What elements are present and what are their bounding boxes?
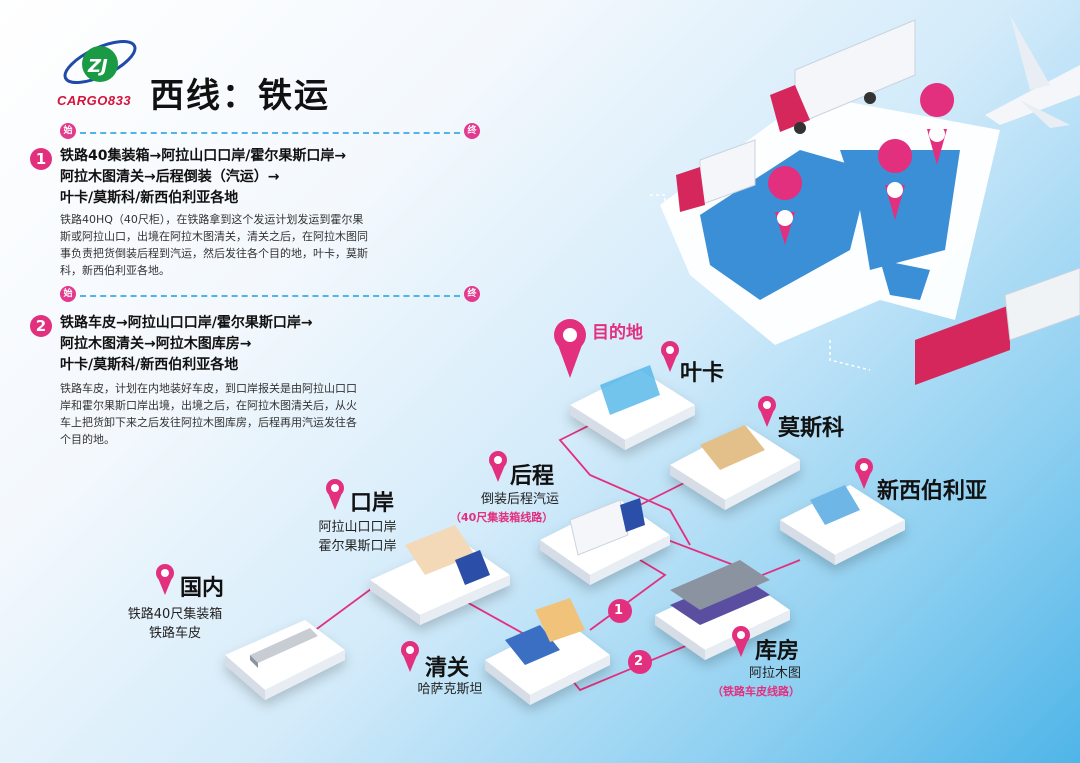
node-destination-name: 目的地 — [592, 323, 643, 343]
logo-text: CARGO833 — [57, 93, 132, 108]
node-novosibirsk-name: 新西伯利亚 — [877, 479, 988, 504]
warehouse-icon — [670, 560, 770, 625]
flow-line-1: 始 终 — [60, 123, 480, 141]
map-pin — [768, 83, 955, 245]
svg-text:ZJ: ZJ — [87, 56, 108, 77]
node-domestic-name: 国内 — [180, 576, 225, 601]
flow-start-mark: 始 — [60, 123, 76, 139]
line-badge-2 — [628, 650, 652, 674]
route-desc-1: 铁路40HQ（40尺柜），在铁路拿到这个发运计划发运到霍尔果 斯或阿拉山口，出境… — [60, 213, 368, 277]
truck-large — [770, 19, 916, 134]
node-warehouse-sub: 阿拉木图 — [748, 666, 801, 681]
route-title-2: 铁路车皮→阿拉山口口岸/霍尔果斯口岸→ 阿拉木图清关→阿拉木图库房→ 叶卡/莫斯… — [60, 315, 313, 373]
pin-novosibirsk — [855, 458, 873, 489]
node-port-name: 口岸 — [350, 491, 395, 516]
pin-port — [326, 479, 344, 510]
pin-moscow — [758, 396, 776, 427]
node-customs-sub: 哈萨克斯坦 — [417, 682, 483, 697]
truck-small — [676, 139, 756, 212]
tile-novosibirsk — [780, 485, 905, 555]
shelf-icon — [600, 365, 660, 415]
boxes-icon — [700, 425, 765, 470]
flow-start-mark: 始 — [60, 286, 76, 302]
line-badge-2-label: 2 — [634, 654, 644, 669]
line-badge-1 — [608, 599, 632, 623]
node-yeka-name: 叶卡 — [680, 361, 725, 386]
route-number-2: 2 — [30, 315, 52, 337]
tile-customs — [485, 620, 610, 695]
company-logo: ZJ — [63, 40, 137, 84]
airplane — [985, 15, 1080, 128]
page-title: 西线：铁运 — [150, 76, 330, 116]
node-later-note: （40尺集装箱线路） — [450, 511, 554, 524]
flow-end-mark: 终 — [464, 286, 480, 302]
node-later-sub: 倒装后程汽运 — [480, 492, 559, 507]
node-domestic-sub: 铁路40尺集装箱铁路车皮 — [127, 607, 223, 641]
tile-domestic — [225, 620, 345, 690]
node-warehouse-note: （铁路车皮线路） — [712, 685, 800, 698]
pin-destination — [554, 319, 586, 378]
pin-yeka — [661, 341, 679, 372]
node-pins — [156, 319, 873, 672]
truck-icon — [569, 498, 645, 556]
train-wagons — [915, 267, 1080, 385]
pin-customs — [401, 641, 419, 672]
route-title-1: 铁路40集装箱→阿拉山口口岸/霍尔果斯口岸→ 阿拉木图清关→后程倒装（汽运）→ … — [60, 148, 347, 206]
route-number-1: 1 — [30, 148, 52, 170]
dashed-link — [650, 194, 871, 371]
computer-icon — [810, 485, 860, 525]
node-moscow-name: 莫斯科 — [778, 416, 845, 441]
node-warehouse-name: 库房 — [755, 639, 800, 664]
node-port-sub: 阿拉山口口岸霍尔果斯口岸 — [318, 520, 397, 554]
pin-later — [489, 451, 507, 482]
container-truck-icon — [405, 525, 490, 585]
route-desc-2: 铁路车皮，计划在内地装好车皮，到口岸报关是由阿拉山口口 岸和霍尔果斯口岸出境，出… — [60, 382, 357, 446]
scanner-icon — [505, 598, 585, 665]
line-badge-1-label: 1 — [614, 603, 624, 618]
pin-domestic — [156, 564, 174, 595]
flow-end-mark: 终 — [464, 123, 480, 139]
node-customs-name: 清关 — [425, 656, 470, 681]
flow-line-2: 始 终 — [60, 286, 480, 304]
train-icon — [250, 628, 318, 668]
pin-warehouse — [732, 626, 750, 657]
node-later-name: 后程 — [510, 464, 555, 489]
